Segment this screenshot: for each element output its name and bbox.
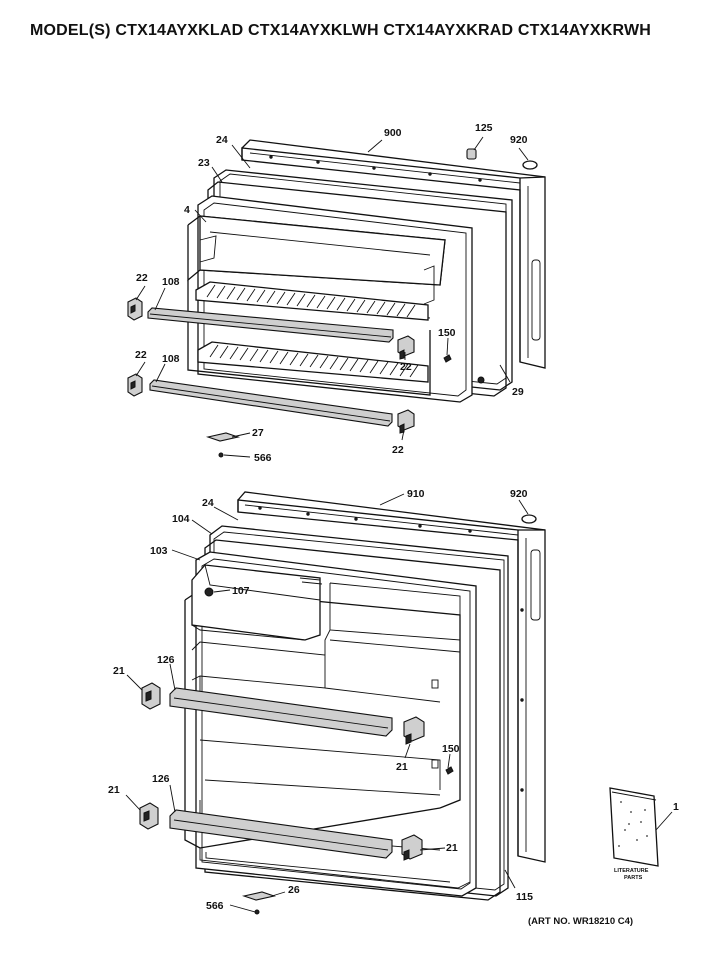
freezer-cap-22-bottom-left	[127, 373, 143, 397]
fresh-food-cap-21-top-left	[141, 682, 161, 710]
callout-150-freezer: 150	[438, 327, 456, 339]
callout-108-bottom: 108	[162, 353, 180, 365]
literature-parts-booklet: LITERATURE PARTS	[609, 787, 659, 881]
freezer-door-assembly: 900 125 920 24 23 4 22 108 22 108 22 22 …	[127, 122, 546, 464]
callout-108-top: 108	[162, 276, 180, 288]
fresh-food-plug-920	[521, 514, 537, 524]
callout-21-top-right: 21	[396, 761, 408, 773]
callout-920-fresh-food: 920	[510, 488, 528, 500]
freezer-cap-22-top-left	[127, 297, 143, 321]
freezer-door-rack-upper	[147, 307, 394, 343]
callout-21-bottom-left: 21	[108, 784, 120, 796]
freezer-cap-22-bottom-right	[397, 409, 415, 434]
callout-900: 900	[384, 127, 402, 139]
callout-104: 104	[172, 513, 190, 525]
art-number: (ART NO. WR18210 C4)	[528, 916, 634, 927]
callout-24-fresh-food: 24	[202, 497, 214, 509]
freezer-part-27	[205, 432, 241, 442]
fresh-food-door-assembly: LITERATURE PARTS 910 920 24 104	[108, 488, 679, 915]
callout-103: 103	[150, 545, 168, 557]
freezer-inner-shelves	[187, 215, 446, 396]
fresh-food-part-107	[204, 587, 214, 597]
fresh-food-cap-21-bottom-left	[139, 802, 159, 830]
callout-920-freezer: 920	[510, 134, 528, 146]
fresh-food-outer-door-panel	[237, 491, 546, 863]
callout-26: 26	[288, 884, 300, 896]
callout-22-top-right: 22	[400, 361, 412, 373]
callout-566-fresh-food: 566	[206, 900, 224, 912]
callout-115: 115	[516, 891, 533, 903]
callout-23: 23	[198, 157, 210, 169]
fresh-food-cap-21-bottom-right	[401, 834, 423, 861]
callout-22-top-left: 22	[136, 272, 148, 284]
literature-label-line1: LITERATURE	[614, 868, 649, 874]
callout-21-bottom-right: 21	[446, 842, 458, 854]
fresh-food-part-26	[241, 891, 277, 901]
fresh-food-part-104	[204, 539, 501, 901]
freezer-screw-566	[218, 452, 224, 458]
literature-label-line2: PARTS	[624, 875, 643, 881]
freezer-door-rack-lower	[149, 379, 393, 427]
dairy-compartment	[191, 564, 461, 641]
callout-29: 29	[512, 386, 524, 398]
callout-126-top: 126	[157, 654, 175, 666]
freezer-part-125	[466, 148, 477, 160]
freezer-shelf-grille-lower	[197, 341, 429, 383]
callout-566-freezer: 566	[254, 452, 272, 464]
callout-125: 125	[475, 122, 493, 134]
callout-1-literature: 1	[673, 801, 679, 813]
fresh-food-door-rack-lower	[169, 809, 393, 859]
freezer-cap-22-top-right	[397, 335, 415, 360]
fresh-food-cap-21-top-right	[403, 716, 425, 745]
freezer-leader-lines	[135, 136, 529, 458]
callout-4: 4	[184, 204, 190, 216]
diagram-title: MODEL(S) CTX14AYXKLAD CTX14AYXKLWH CTX14…	[30, 22, 652, 39]
callout-126-bottom: 126	[152, 773, 170, 785]
freezer-outer-door-panel	[241, 139, 546, 369]
freezer-part-150	[443, 354, 452, 363]
callout-150-fresh-food: 150	[442, 743, 460, 755]
fresh-food-leader-lines	[125, 493, 673, 913]
callout-24-freezer: 24	[216, 134, 228, 146]
freezer-shelf-grille-upper	[195, 281, 429, 321]
fresh-food-part-150	[445, 766, 454, 775]
fresh-food-screw-566	[254, 909, 260, 915]
fresh-food-door-rack-upper	[169, 687, 393, 737]
callout-27: 27	[252, 427, 264, 439]
callout-107: 107	[232, 585, 250, 597]
freezer-plug-920	[522, 160, 538, 170]
callout-910: 910	[407, 488, 425, 500]
callout-22-bottom-right: 22	[392, 444, 404, 456]
callout-22-bottom-left: 22	[135, 349, 147, 361]
callout-21-top-left: 21	[113, 665, 125, 677]
